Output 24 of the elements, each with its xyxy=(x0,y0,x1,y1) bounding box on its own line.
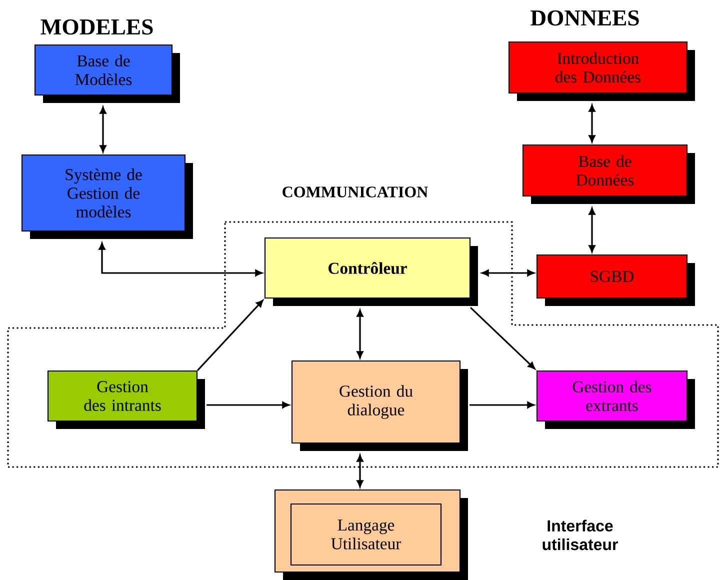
input-box: Gestion des intrants xyxy=(47,370,205,429)
data-box: SGBD xyxy=(536,254,695,306)
dialogue-box: Gestion du dialogue xyxy=(291,360,468,451)
data-box: Base de Données xyxy=(522,144,695,204)
management-box: Système de Gestion de modèles xyxy=(21,154,193,239)
data-box: Introduction des Données xyxy=(508,41,695,101)
arrow xyxy=(470,402,534,408)
arrow xyxy=(482,270,534,276)
arrow xyxy=(470,306,536,370)
section-heading: Interface utilisateur xyxy=(542,520,618,550)
arrow xyxy=(100,106,106,152)
arrow xyxy=(588,104,596,142)
controller-box: Contrôleur xyxy=(264,237,478,306)
section-heading: DONNEES xyxy=(530,10,639,26)
arrow xyxy=(588,208,596,252)
arrow xyxy=(206,402,290,408)
arrow xyxy=(196,300,264,371)
language-box: Langage Utilisateur xyxy=(290,503,442,566)
model-base-box: Base de Modèles xyxy=(34,44,180,103)
arrow xyxy=(356,454,364,488)
output-box: Gestion des extrants xyxy=(536,370,695,429)
arrow xyxy=(98,242,262,276)
node-label: COMMUNICATION xyxy=(282,186,428,198)
arrow xyxy=(356,310,364,358)
